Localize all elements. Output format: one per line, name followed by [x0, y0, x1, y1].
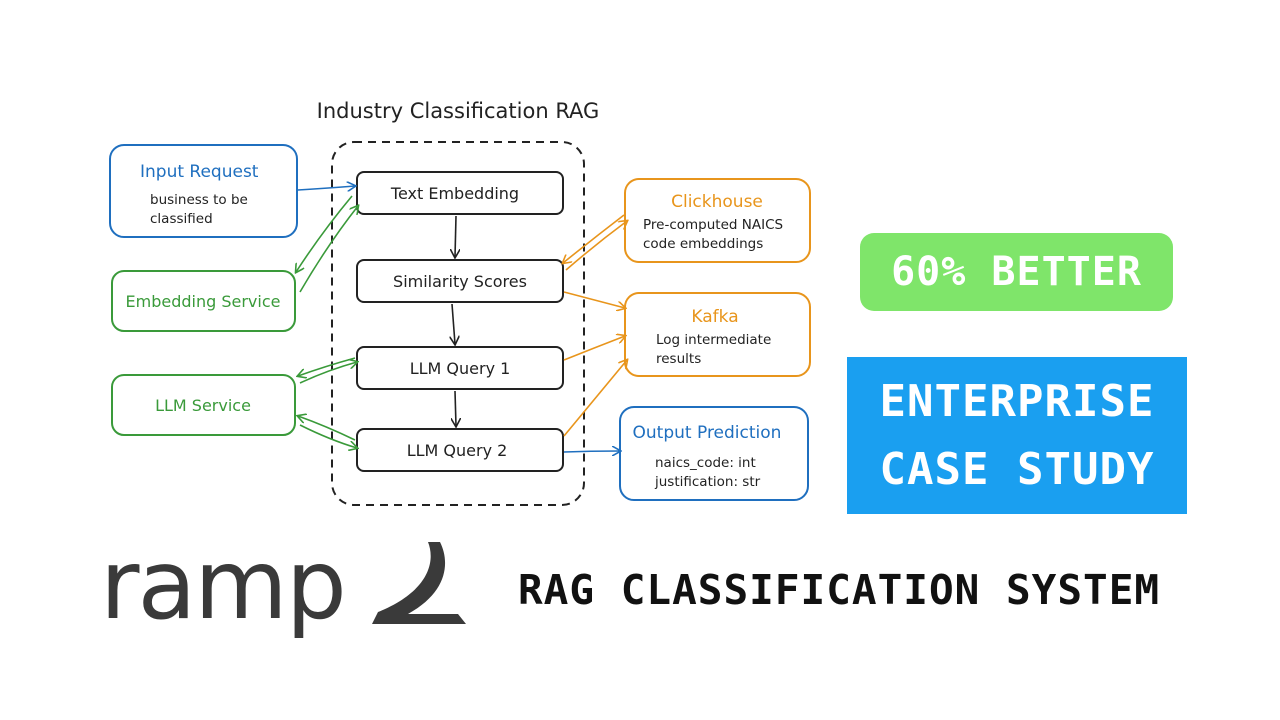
arrow-input-to-embed	[297, 186, 355, 190]
arrow-q2-to-output	[563, 451, 620, 452]
arrow-embedding-service-to-embed	[299, 206, 358, 293]
ramp-logo-mark-icon	[372, 542, 466, 624]
arrow-q2-to-kafka	[563, 360, 627, 437]
output-prediction-line2: justification: str	[654, 474, 761, 490]
rag-container	[331, 141, 585, 506]
embedding-service-node: Embedding Service	[111, 270, 296, 332]
similarity-scores-title: Similarity Scores	[393, 272, 527, 291]
arrow-sim-to-q1	[452, 303, 455, 344]
system-title: RAG CLASSIFICATION SYSTEM	[518, 566, 1161, 614]
arrow-llm-service-to-q1	[299, 362, 357, 384]
arrow-q2-to-llm-service	[298, 416, 356, 441]
arrow-sim-to-clickhouse	[565, 221, 627, 271]
arrow-llm-service-to-q2	[299, 424, 357, 448]
output-prediction-line1: naics_code: int	[655, 455, 756, 471]
case-study-badge: ENTERPRISE CASE STUDY	[847, 357, 1187, 514]
output-prediction-node: Output Prediction naics_code: int justif…	[619, 406, 809, 501]
llm-query-2-node: LLM Query 2	[356, 428, 564, 472]
input-request-line1: business to be	[150, 192, 248, 208]
clickhouse-node: Clickhouse Pre-computed NAICS code embed…	[624, 178, 811, 263]
arrow-sim-to-kafka	[563, 291, 625, 308]
arrow-q1-to-q2	[455, 390, 456, 426]
llm-query-2-title: LLM Query 2	[407, 441, 508, 460]
kafka-node: Kafka Log intermediate results	[624, 292, 811, 377]
llm-service-title: LLM Service	[155, 396, 251, 415]
arrow-q1-to-kafka	[563, 336, 625, 361]
arrow-q1-to-llm-service	[298, 357, 356, 376]
better-badge: 60% BETTER	[860, 233, 1173, 311]
similarity-scores-node: Similarity Scores	[356, 259, 564, 303]
case-study-line1: ENTERPRISE	[879, 375, 1155, 427]
text-embedding-title: Text Embedding	[390, 184, 519, 203]
clickhouse-title: Clickhouse	[671, 192, 763, 212]
ramp-logo-text: ramp	[100, 529, 347, 641]
case-study-line2: CASE STUDY	[879, 443, 1155, 495]
input-request-title: Input Request	[140, 162, 259, 182]
diagram-title: Industry Classification RAG	[317, 99, 600, 123]
llm-service-node: LLM Service	[111, 374, 296, 436]
input-request-line2: classified	[150, 211, 213, 227]
better-badge-text: 60% BETTER	[891, 249, 1142, 295]
llm-query-1-node: LLM Query 1	[356, 346, 564, 390]
arrow-embed-to-embedding-service	[296, 195, 353, 272]
kafka-line2: results	[656, 351, 701, 367]
kafka-line1: Log intermediate	[656, 332, 771, 348]
clickhouse-line2: code embeddings	[643, 236, 763, 252]
clickhouse-line1: Pre-computed NAICS	[643, 217, 783, 233]
output-prediction-title: Output Prediction	[633, 423, 782, 443]
arrow-clickhouse-to-sim	[563, 214, 625, 263]
input-request-node: Input Request business to be classified	[109, 144, 298, 238]
llm-query-1-title: LLM Query 1	[410, 359, 511, 378]
embedding-service-title: Embedding Service	[126, 292, 281, 311]
arrow-embed-to-sim	[455, 215, 456, 257]
text-embedding-node: Text Embedding	[356, 171, 564, 215]
kafka-title: Kafka	[691, 307, 738, 327]
